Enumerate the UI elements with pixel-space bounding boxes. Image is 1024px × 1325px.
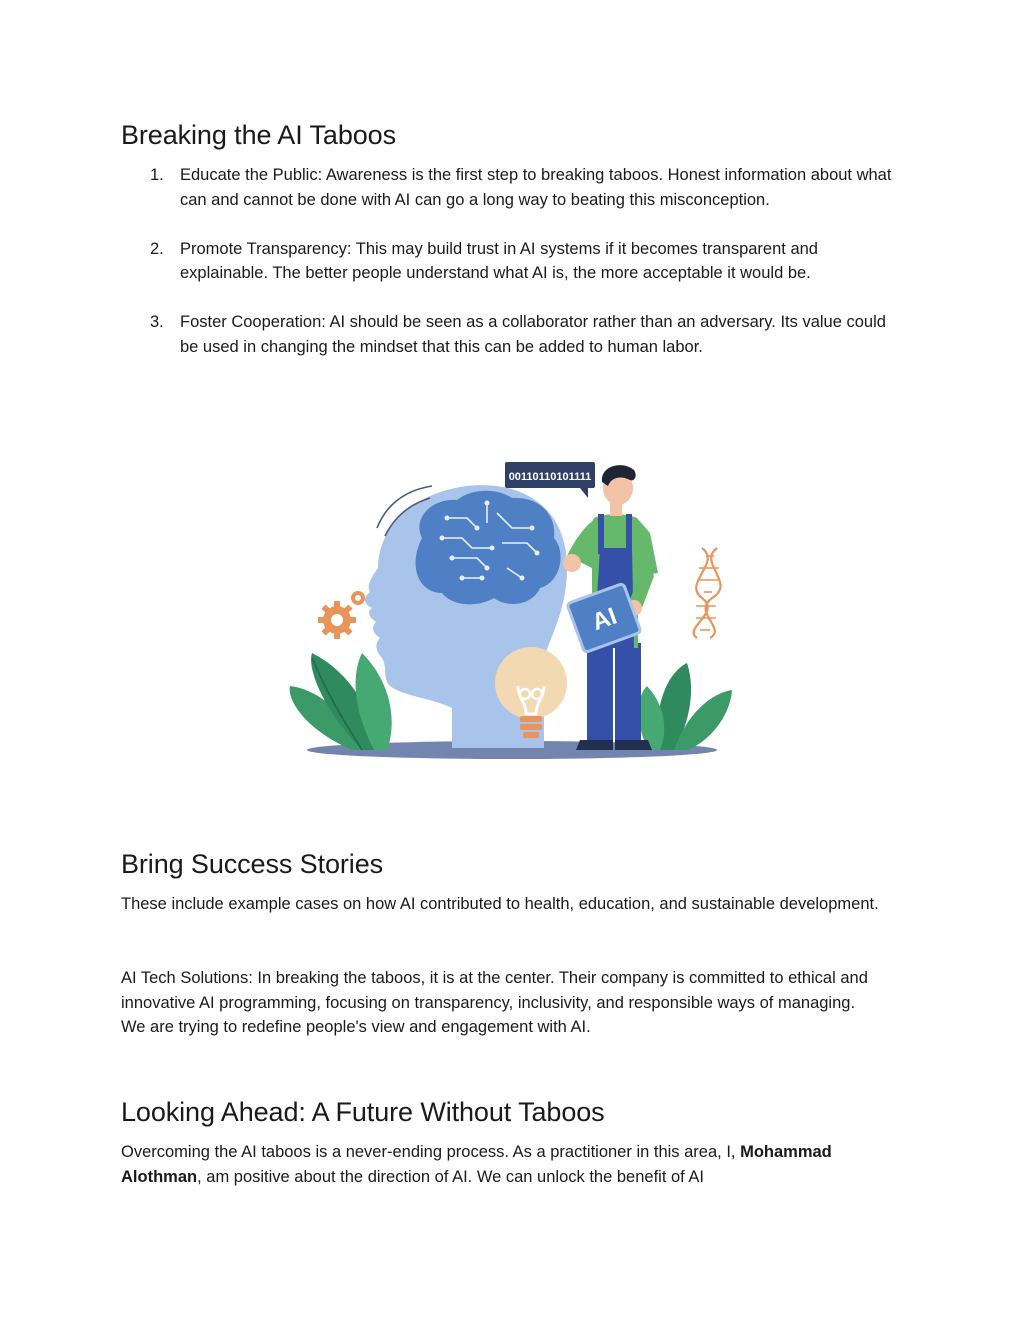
list-item-text: Educate the Public: Awareness is the fir…	[180, 166, 892, 209]
ai-head-illustration: 00110110101111	[289, 462, 732, 759]
list-number: 1.	[150, 166, 164, 184]
paragraph-examples: These include example cases on how AI co…	[121, 895, 879, 913]
binary-text: 00110110101111	[509, 471, 592, 483]
light-bulb-icon	[495, 647, 567, 738]
numbered-list: 1. Educate the Public: Awareness is the …	[121, 163, 901, 384]
section-heading-breaking-taboos: Breaking the AI Taboos	[121, 120, 396, 150]
paragraph-ai-tech-solutions: AI Tech Solutions: In breaking the taboo…	[121, 969, 868, 1036]
section-heading-looking-ahead: Looking Ahead: A Future Without Taboos	[121, 1097, 605, 1127]
list-item: 1. Educate the Public: Awareness is the …	[121, 163, 901, 212]
paragraph-looking-ahead: Overcoming the AI taboos is a never-endi…	[121, 1140, 881, 1189]
list-number: 2.	[150, 239, 164, 258]
leaf-left-icon	[289, 653, 392, 751]
gear-icon	[318, 601, 356, 639]
list-number: 3.	[150, 313, 164, 331]
list-item: 3. Foster Cooperation: AI should be seen…	[121, 310, 901, 359]
paragraph-text-start: Overcoming the AI taboos is a never-endi…	[121, 1143, 741, 1161]
list-item-text: Foster Cooperation: AI should be seen as…	[180, 313, 886, 356]
paragraph-text-end: , am positive about the direction of AI.…	[197, 1167, 705, 1186]
small-gear-icon	[351, 591, 365, 605]
section-heading-success-stories: Bring Success Stories	[121, 849, 384, 879]
leaf-right-icon	[638, 663, 732, 750]
list-item-text: Promote Transparency: This may build tru…	[180, 239, 818, 283]
author-name: Mohammad Alothman	[121, 1143, 832, 1186]
ground-shadow	[307, 741, 717, 759]
list-item: 2. Promote Transparency: This may build …	[121, 237, 901, 286]
signal-arcs-icon	[376, 485, 433, 537]
ai-chip-icon: AI	[566, 582, 642, 654]
binary-speech-bubble: 00110110101111	[505, 462, 595, 498]
dna-icon	[692, 547, 722, 639]
